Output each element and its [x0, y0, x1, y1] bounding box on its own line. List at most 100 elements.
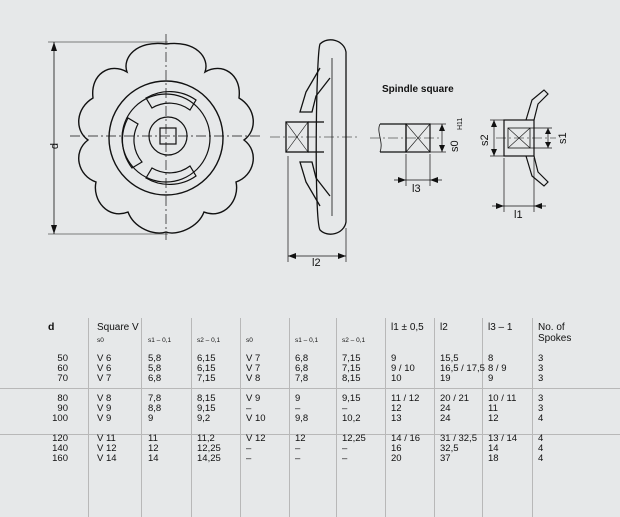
table-cell: –	[246, 443, 252, 454]
table-cell: 70	[57, 373, 68, 384]
table-cell: V 11	[97, 433, 116, 444]
table-cell: V 8	[97, 393, 112, 404]
table-cell: 10 / 11	[488, 393, 517, 404]
table-cell: 12,25	[342, 433, 366, 444]
table-cell: 140	[52, 443, 68, 454]
table-cell: 4	[538, 443, 544, 454]
table-cell: 12	[148, 443, 159, 454]
table-cell: 13 / 14	[488, 433, 518, 444]
table-cell: 15,5	[440, 353, 459, 364]
table-cell: 5,8	[148, 353, 162, 364]
table-cell: V 6	[97, 363, 112, 374]
table-cell: –	[295, 403, 301, 414]
table-cell: V 7	[246, 363, 261, 374]
table-cell: 6,8	[148, 373, 162, 384]
dimension-d	[48, 41, 168, 235]
header-s1: s1 – 0,1	[148, 337, 172, 344]
dimension-l2	[287, 156, 347, 262]
table-cell: 6,15	[197, 363, 216, 374]
table-cell: 11	[148, 433, 158, 444]
table-cell: 19	[440, 373, 451, 384]
table-cell: 100	[52, 413, 68, 424]
table-cell: 12	[488, 413, 499, 424]
table-cell: –	[246, 453, 252, 464]
table-cell: 6,15	[197, 353, 216, 364]
table-cell: V 8	[246, 373, 261, 384]
table-cell: 9	[391, 353, 397, 364]
table-cell: 7,15	[197, 373, 216, 384]
dimension-s2	[490, 119, 504, 157]
header-d: d	[48, 321, 55, 333]
table-cell: 4	[538, 433, 544, 444]
spindle-square-title: Spindle square	[382, 84, 454, 95]
table-cell: 3	[538, 373, 544, 384]
dimension-l1	[492, 158, 546, 212]
table-cell: 16,5 / 17,5	[440, 363, 485, 374]
table-cell: 20	[391, 453, 402, 464]
table-cell: 50	[57, 353, 68, 364]
hub-outer-ring	[108, 80, 224, 196]
hub-detail-spoke-upper	[525, 89, 549, 121]
dimension-s0	[430, 123, 446, 153]
table-cell: 3	[538, 363, 544, 374]
table-cell: 24	[440, 403, 451, 414]
table-cell: 12	[391, 403, 402, 414]
table-cell: 9	[488, 373, 494, 384]
table-cell: 13	[391, 413, 402, 424]
table-cell: 90	[57, 403, 68, 414]
dim-label-d: d	[49, 143, 61, 149]
table-cell: V 7	[97, 373, 112, 384]
dim-label-s0-tolerance: H11	[457, 118, 464, 130]
table-cell: 3	[538, 393, 544, 404]
technical-drawing: d l2 Spindle square s0 H11	[48, 34, 569, 269]
table-cell: 8,8	[148, 403, 162, 414]
table-cell: 14 / 16	[391, 433, 421, 444]
table-cell: 4	[538, 453, 544, 464]
window-slot-bottom	[145, 165, 197, 185]
dim-label-l1: l1	[514, 209, 523, 221]
handwheel-front-view	[70, 34, 262, 240]
table-cell: V 7	[246, 353, 261, 364]
dimension-s1	[530, 127, 552, 149]
table-cell: 5,8	[148, 363, 162, 374]
header-square-v: Square V	[97, 322, 139, 333]
table-cell: 7,8	[295, 373, 309, 384]
table-cell: 16	[391, 443, 402, 454]
table-cell: 7,15	[342, 353, 361, 364]
table-cell: 4	[538, 413, 544, 424]
table-cell: –	[342, 403, 348, 414]
handwheel-side-view	[270, 39, 360, 235]
table-cell: 3	[538, 353, 544, 364]
table-cell: 10	[391, 373, 402, 384]
dim-label-s2: s2	[479, 134, 491, 146]
table-cell: 8,15	[197, 393, 216, 404]
table-cell: –	[342, 453, 348, 464]
table-cell: 11	[488, 403, 498, 414]
table-cell: V 6	[97, 353, 112, 364]
header-l3: l3 – 1	[488, 322, 513, 333]
header-s1-alt: s1 – 0,1	[295, 337, 319, 344]
table-cell: –	[295, 453, 301, 464]
table-cell: 9 / 10	[391, 363, 415, 374]
table-cell: 3	[538, 403, 544, 414]
header-l2: l2	[440, 322, 448, 333]
table-cell: 31 / 32,5	[440, 433, 477, 444]
dim-label-s0: s0	[449, 140, 461, 152]
hub-detail-spoke-lower	[525, 155, 549, 187]
table-cell: 12	[295, 433, 306, 444]
dim-label-l2: l2	[312, 257, 321, 269]
table-cell: V 9	[97, 413, 112, 424]
table-cell: 11,2	[197, 433, 215, 444]
table-cell: 9,15	[342, 393, 361, 404]
spoke-profile-upper	[299, 67, 331, 113]
table-cell: 14	[148, 453, 159, 464]
table-cell: 9,15	[197, 403, 216, 414]
table-cell: 24	[440, 413, 451, 424]
header-s2-alt: s2 – 0,1	[342, 337, 366, 344]
table-cell: 8 / 9	[488, 363, 507, 374]
table-cell: 20 / 21	[440, 393, 470, 404]
table-cell: 18	[488, 453, 499, 464]
window-slot-left	[121, 117, 143, 169]
header-no-of-spokes: No. of Spokes	[538, 322, 572, 344]
table-cell: 9	[295, 393, 301, 404]
